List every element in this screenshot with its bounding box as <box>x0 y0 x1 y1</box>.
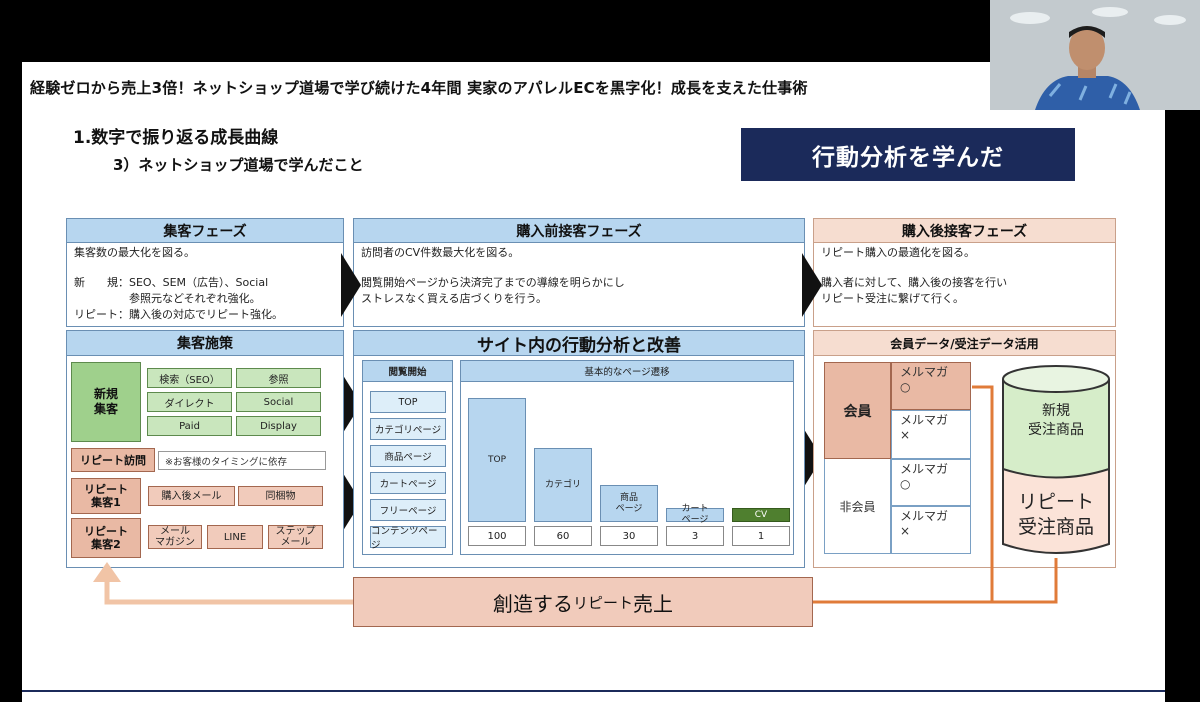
phase-line: 購入者に対して、購入後の接客を行い <box>821 276 1008 289</box>
phase-line: 訪問者のCV件数最大化を図る。 <box>361 246 520 259</box>
phase-acquisition-header: 集客フェーズ <box>66 218 344 243</box>
phase-postpurchase-header: 購入後接客フェーズ <box>813 218 1116 243</box>
phase-postpurchase-body: リピート購入の最適化を図る。 購入者に対して、購入後の接客を行い リピート受注に… <box>813 243 1116 327</box>
phase-acquisition-body: 集客数の最大化を図る。 新 規：SEO、SEM（広告）、Social 参照元など… <box>66 243 344 327</box>
flow-arrow-icon <box>341 253 361 317</box>
behavior-panel-title: サイト内の行動分析と改善 <box>354 331 804 356</box>
page-flow-header: 基本的なページ遷移 <box>460 360 794 382</box>
highlight-banner: 行動分析を学んだ <box>741 128 1075 181</box>
phase-line: リピート受注に繋げて行く。 <box>821 292 964 305</box>
phase-line: 閲覧開始ページから決済完了までの導線を明らかにし <box>361 276 625 289</box>
member-panel-title: 会員データ/受注データ活用 <box>814 331 1115 356</box>
phase-prepurchase-body: 訪問者のCV件数最大化を図る。 閲覧開始ページから決済完了までの導線を明らかにし… <box>353 243 805 327</box>
entry-page-top: TOP <box>370 391 446 413</box>
acquisition-panel-title: 集客施策 <box>67 331 343 356</box>
entry-page-cart: カートページ <box>370 472 446 494</box>
funnel-count: 60 <box>534 526 592 546</box>
repeat1-enclosure: 同梱物 <box>238 486 323 506</box>
repeat-visit-note: ※お客様のタイミングに依存 <box>158 451 326 470</box>
channel-seo: 検索（SEO） <box>147 368 232 388</box>
funnel-count: 30 <box>600 526 658 546</box>
channel-paid: Paid <box>147 416 232 436</box>
non-member-label: 非会員 <box>824 459 891 554</box>
repeat1-post-purchase-mail: 購入後メール <box>148 486 235 506</box>
cylinder-new-orders: 新規 受注商品 <box>1028 403 1084 438</box>
entry-page-product: 商品ページ <box>370 445 446 467</box>
phase-line: 新 規：SEO、SEM（広告）、Social <box>74 276 269 289</box>
member-mailmag-yes: メルマガ ○ <box>891 362 971 410</box>
funnel-bar: CV <box>732 508 790 522</box>
phase-line: ストレスなく買える店づくりを行う。 <box>361 292 548 305</box>
repeat2-label: リピート 集客2 <box>71 518 141 558</box>
funnel-bar: TOP <box>468 398 526 522</box>
member-mailmag-no: メルマガ × <box>891 410 971 459</box>
footer-divider <box>22 690 1165 692</box>
entry-page-category: カテゴリページ <box>370 418 446 440</box>
phase-line: リピート：購入後の対応でリピート強化。 <box>74 308 283 321</box>
phase-line: 参照元などそれぞれ強化。 <box>74 292 261 305</box>
entry-page-free: フリーページ <box>370 499 446 521</box>
channel-direct: ダイレクト <box>147 392 232 412</box>
entry-pages-header: 閲覧開始 <box>362 360 453 382</box>
phase-spacer <box>361 261 797 275</box>
funnel-count: 3 <box>666 526 724 546</box>
channel-display: Display <box>236 416 321 436</box>
funnel-bar: カート ページ <box>666 504 724 525</box>
phase-line: リピート購入の最適化を図る。 <box>821 246 975 259</box>
funnel-count: 1 <box>732 526 790 546</box>
repeat-visit-label: リピート訪問 <box>71 448 155 472</box>
nonmember-mailmag-no: メルマガ × <box>891 506 971 554</box>
repeat2-mail-magazine: メール マガジン <box>148 525 202 549</box>
repeat-loop-arrow-icon <box>93 385 1058 605</box>
funnel-bar: カテゴリ <box>534 448 592 522</box>
phase-prepurchase-header: 購入前接客フェーズ <box>353 218 805 243</box>
repeat-sales-text: 創造する <box>492 591 573 616</box>
entry-page-content: コンテンツページ <box>370 526 446 551</box>
phase-line: 集客数の最大化を図る。 <box>74 246 195 259</box>
webcam-video <box>990 0 1200 110</box>
channel-social: Social <box>236 392 321 412</box>
flow-arrow-icon <box>802 253 822 317</box>
presenter-video-icon <box>990 0 1200 110</box>
repeat2-step-mail: ステップ メール <box>268 525 323 549</box>
repeat-sales-small: リピート <box>572 593 633 612</box>
funnel-count: 100 <box>468 526 526 546</box>
member-label: 会員 <box>824 362 891 459</box>
phase-spacer <box>821 261 1108 275</box>
repeat-sales-end: 売上 <box>633 591 673 616</box>
order-database-icon <box>1002 365 1110 554</box>
repeat-sales-box: 創造する リピート 売上 <box>353 577 813 627</box>
funnel-bar: 商品 ページ <box>600 485 658 522</box>
repeat2-line: LINE <box>207 525 263 549</box>
channel-referral: 参照 <box>236 368 321 388</box>
slide-title: 経験ゼロから売上3倍！ネットショップ道場で学び続けた4年間 実家のアパレルECを… <box>30 79 808 97</box>
cylinder-repeat-orders: リピート 受注商品 <box>1017 491 1094 538</box>
section-heading: 1.数字で振り返る成長曲線 <box>73 128 279 148</box>
repeat1-label: リピート 集客1 <box>71 478 141 514</box>
nonmember-mailmag-yes: メルマガ ○ <box>891 459 971 506</box>
phase-spacer <box>74 261 336 275</box>
section-subheading: 3）ネットショップ道場で学んだこと <box>113 156 364 174</box>
new-acquisition-label: 新規 集客 <box>71 362 141 442</box>
